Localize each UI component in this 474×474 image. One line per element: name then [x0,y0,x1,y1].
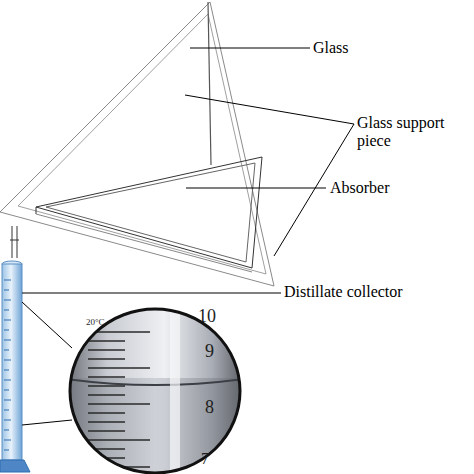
part-label: Distillate collector [284,283,469,301]
leader-lines [22,48,354,425]
scale-note: 20°C [86,318,126,328]
absorber-plate [36,157,262,268]
glass-cover [0,2,274,286]
scale-number: 7 [201,450,231,468]
inset-photo [60,300,250,474]
part-label: Absorber [330,179,460,197]
absorber-edge [36,214,252,272]
scale-number: 10 [198,307,238,327]
scale-number: 8 [205,398,235,418]
glass-inner-edge [18,14,266,274]
drain-pipe [10,240,19,241]
absorber-inner [46,163,255,262]
part-label: Glass support piece [357,114,469,149]
part-label: Glass [313,39,433,57]
absorber-edge [36,207,37,214]
drain-pipe [17,226,18,258]
scale-number: 9 [205,342,235,362]
drain-pipe [12,226,13,258]
inset-frame [70,309,240,473]
support-post [208,2,211,165]
